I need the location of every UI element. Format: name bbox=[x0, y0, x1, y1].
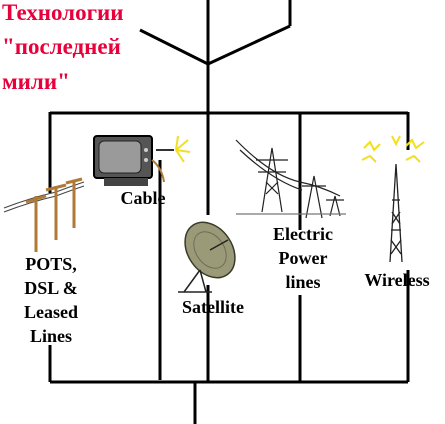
label-power-line-3: lines bbox=[285, 272, 321, 292]
label-pots-line-3: Leased bbox=[24, 302, 78, 322]
power-pylons-icon bbox=[235, 139, 346, 219]
label-pots-line-1: POTS, bbox=[25, 254, 77, 274]
branch-lines bbox=[48, 112, 410, 382]
label-pots: POTS, DSL & Leased Lines bbox=[12, 252, 90, 348]
radio-tower-icon bbox=[361, 135, 425, 263]
label-pots-line-2: DSL & bbox=[24, 278, 78, 298]
title-line-2: "последней bbox=[2, 34, 121, 59]
top-connector bbox=[139, 0, 292, 113]
label-pots-line-4: Lines bbox=[29, 326, 72, 346]
label-cable: Cable bbox=[120, 188, 166, 208]
label-power-line-1: Electric bbox=[273, 224, 333, 244]
satellite-dish-icon bbox=[178, 221, 236, 293]
label-wireless: Wireless bbox=[364, 270, 430, 290]
title-line-1: Технологии bbox=[2, 0, 124, 25]
label-power-line-2: Power bbox=[278, 248, 328, 268]
title-line-3: мили" bbox=[2, 69, 70, 94]
television-icon bbox=[93, 135, 191, 186]
bottom-bus bbox=[50, 380, 408, 424]
spark-icon bbox=[175, 135, 191, 163]
telephone-poles-icon bbox=[3, 177, 85, 252]
label-power: Electric Power lines bbox=[262, 222, 344, 294]
label-satellite: Satellite bbox=[182, 297, 244, 317]
